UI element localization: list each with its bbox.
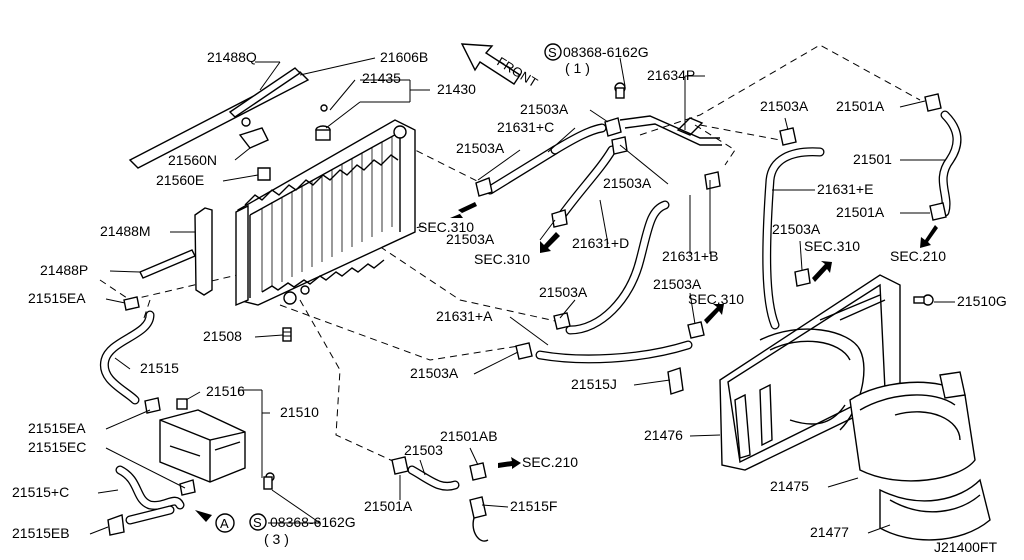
part-label-21631+A: 21631+A [436,308,493,324]
reservoir-tank [159,398,275,490]
part-label-21510G: 21510G [957,293,1007,309]
part-label-21631+D: 21631+D [572,235,629,251]
part-label-21503A-1: 21503A [520,101,569,117]
part-label-21477: 21477 [810,524,849,540]
drawing-id: J21400FT [934,539,997,555]
part-label-21503A-2: 21503A [456,140,505,156]
part-label-21515J: 21515J [571,376,617,392]
part-label-21515EC: 21515EC [28,439,86,455]
transmission-hose-21631-d [551,136,628,228]
part-label-21501AB: 21501AB [440,428,498,444]
part-label-21516: 21516 [206,383,245,399]
part-number-labels: 21488Q 21606B 21435 21430 21560N 21560E 21488M… [12,44,1007,547]
part-label-21503A-4: 21503A [446,231,495,247]
drain-plug [282,327,292,342]
part-label-21606B: 21606B [380,49,428,65]
part-label-21631+B: 21631+B [662,248,718,264]
part-label-21515+C: 21515+C [12,484,69,500]
part-label-21503A-9: 21503A [772,221,821,237]
transmission-hose-21631-c [475,117,622,197]
circled-symbols: S S A [215,43,562,533]
overflow-hose-21515-c [107,465,212,536]
transmission-hose-21631-e [762,127,825,330]
shroud-lower-21477 [879,478,991,541]
part-label-SEC.310-a: SEC.310 [418,219,474,235]
part-label-21503: 21503 [404,442,443,458]
part-label-21503A-6: 21503A [410,365,459,381]
part-label-21508: 21508 [203,328,242,344]
fan-shroud-ring-21475 [849,371,976,482]
part-label-21634P: 21634P [647,67,695,83]
part-label-21501A-mid: 21501A [836,204,885,220]
side-seals [139,207,213,296]
part-label-21501A-bot: 21501A [364,498,413,514]
circle-s-bottom: S [253,515,262,530]
radiator-cap [315,104,331,141]
part-label-21501: 21501 [853,151,892,167]
part-label-21503A-3: 21503A [603,175,652,191]
bolts [913,294,934,306]
transmission-hose-21631-b [553,171,721,335]
reservoir-hose-21515 [99,296,161,414]
part-label-21631+E: 21631+E [817,181,873,197]
part-label-21488Q: 21488Q [207,49,257,65]
part-label-SEC.310-d: SEC.310 [804,238,860,254]
part-label-qty-3: ( 3 ) [264,531,289,547]
part-label-21430: 21430 [437,81,476,97]
transmission-hose-21631-a [515,321,705,364]
part-label-21488M: 21488M [100,223,151,239]
circle-s-top: S [548,45,557,60]
part-label-21475: 21475 [770,478,809,494]
part-label-21503A-8: 21503A [760,98,809,114]
part-label-21515F: 21515F [510,498,557,514]
part-label-08368-6162G-bot: 08368-6162G [270,514,356,530]
part-label-21503A-5: 21503A [539,284,588,300]
metal-tube-21634p [614,82,722,146]
section-arrows [450,202,938,469]
part-label-21488P: 21488P [40,262,88,278]
part-label-21501A-top: 21501A [836,98,885,114]
part-label-qty-1: ( 1 ) [565,60,590,76]
part-label-08368-6162G-top: 08368-6162G [563,44,649,60]
clip-21515j [667,367,684,395]
part-label-21515EB: 21515EB [12,525,70,541]
part-label-21515EA-bot: 21515EA [28,420,86,436]
part-label-SEC.310-b: SEC.310 [474,251,530,267]
part-label-21435: 21435 [362,70,401,86]
radiator-core [128,67,416,307]
mounting-bracket [238,117,271,181]
part-label-SEC.210-a: SEC.210 [890,248,946,264]
part-label-21560E: 21560E [156,172,204,188]
circle-a: A [220,516,229,531]
part-label-21476: 21476 [644,427,683,443]
part-label-21515EA-top: 21515EA [28,290,86,306]
part-label-21631+C: 21631+C [497,119,554,135]
lower-radiator-hose-21503 [391,456,489,542]
part-label-21503A-7: 21503A [653,276,702,292]
part-label-SEC.210-b: SEC.210 [522,454,578,470]
part-label-SEC.310-c: SEC.310 [688,291,744,307]
part-label-21515: 21515 [140,360,179,376]
upper-radiator-hose-21501 [924,93,962,221]
part-label-21560N: 21560N [168,152,217,168]
part-label-21510: 21510 [280,404,319,420]
leader-lines [89,57,955,535]
